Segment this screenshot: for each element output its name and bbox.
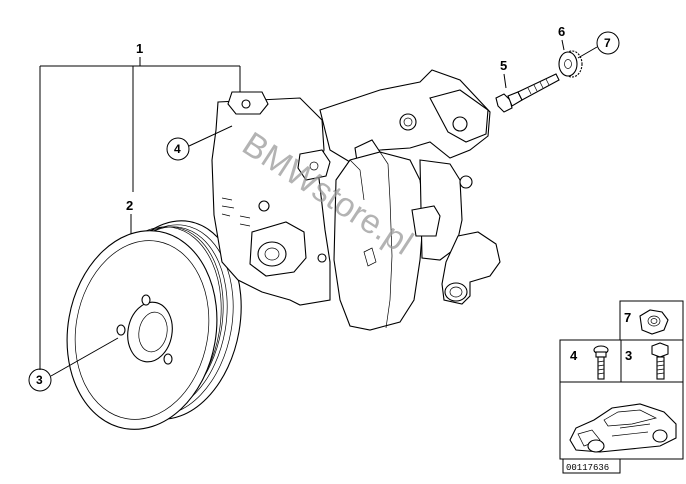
label-pump-assembly[interactable]: 1 <box>136 41 143 56</box>
hex-bolt-icon <box>651 342 669 380</box>
callout-nut-number: 7 <box>604 36 611 50</box>
callout-pulley-bolt[interactable]: 3 <box>28 337 119 392</box>
label-pulley[interactable]: 2 <box>126 198 133 213</box>
label-gear-wheel[interactable]: 6 <box>558 24 565 39</box>
callout-pulley-bolt-number: 3 <box>36 373 43 387</box>
label-stud-bolt[interactable]: 5 <box>500 58 507 73</box>
legend-pump-bolt-number: 4 <box>570 348 578 363</box>
legend-pump-bolt[interactable]: 4 <box>559 339 622 383</box>
legend-nut[interactable]: 7 <box>619 300 684 341</box>
legend-pulley-bolt-number: 3 <box>625 348 632 363</box>
power-steering-pump[interactable] <box>211 69 501 331</box>
callout-nut[interactable]: 7 <box>577 31 620 59</box>
nut-icon <box>639 309 669 335</box>
callout-pump-bolt[interactable]: 4 <box>166 125 233 161</box>
legend-pulley-bolt[interactable]: 3 <box>620 339 684 383</box>
diagram-code: 00117636 <box>566 463 609 473</box>
legend-nut-number: 7 <box>624 310 631 325</box>
callout-pump-bolt-number: 4 <box>174 142 181 156</box>
car-icon <box>569 403 677 453</box>
bolt-icon <box>593 345 609 380</box>
assembly-bracket: 1 <box>39 41 241 370</box>
parts-legend: 7 4 3 <box>559 300 684 474</box>
gear-wheel[interactable]: 6 <box>558 24 583 78</box>
vehicle-thumbnail <box>559 381 684 460</box>
stud-bolt[interactable]: 5 <box>495 58 560 113</box>
pulley[interactable]: 2 <box>52 198 257 441</box>
